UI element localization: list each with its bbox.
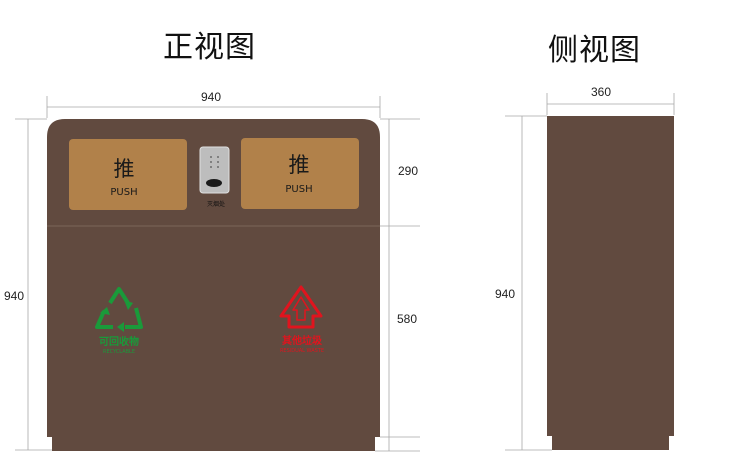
right-push-flap[interactable]: 推 PUSH [241,138,359,209]
left-flap-char: 推 [114,157,135,181]
side-dimension-lines [505,93,675,451]
recyclable-label-en: RECYCLABLE [103,349,135,355]
recyclable-label-cn: 可回收物 [99,335,139,348]
top-section-label: 290 [398,164,419,178]
side-bin-body [547,116,674,450]
side-width-label: 360 [591,85,612,99]
vent-dots-icon [210,156,219,168]
bottom-section-label: 580 [397,312,418,326]
front-height-label: 940 [4,289,25,303]
recyclable-arrowheads [100,300,133,332]
extinguisher-label: 灭烟处 [207,200,225,208]
left-flap-text: PUSH [110,187,137,198]
other-waste-label-cn: 其他垃圾 [282,334,323,347]
extinguisher-panel: 灭烟处 [199,146,230,208]
left-push-flap[interactable]: 推 PUSH [69,139,187,210]
front-width-label: 940 [201,90,222,104]
other-waste-icon [279,285,323,329]
front-dimension-lines [15,96,420,452]
right-flap-text: PUSH [285,184,312,195]
front-view-title: 正视图 [163,30,256,65]
side-height-label: 940 [495,287,516,301]
side-view-title: 侧视图 [548,33,641,68]
ash-slot-icon [206,179,222,187]
right-flap-char: 推 [289,153,310,177]
recyclable-icon [95,287,143,329]
other-waste-label-en: RESIDUAL WASTE [280,348,324,354]
